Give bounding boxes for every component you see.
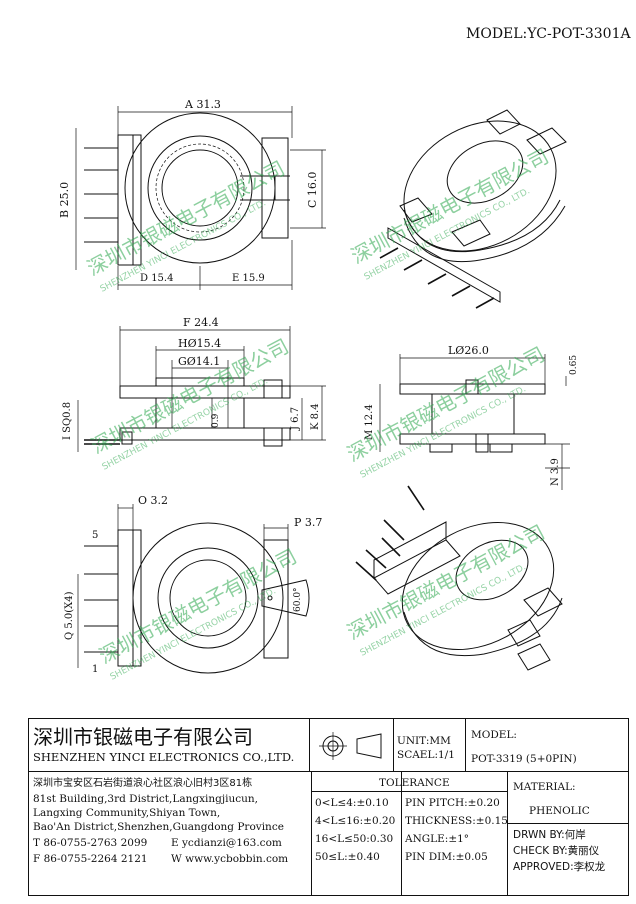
dim-d: D 15.4	[140, 273, 173, 284]
tel: T 86-0755-2763 2099	[33, 837, 148, 849]
side-view: LØ26.0 0.65 M 12.4 N 3.9	[364, 344, 579, 490]
dim-angle: 60.0°	[293, 587, 303, 612]
dim-h: HØ15.4	[178, 337, 221, 350]
spec-row-1: PIN PITCH:±0.20	[405, 797, 500, 809]
pin-5-label: 5	[92, 530, 98, 541]
dim-k: K 8.4	[310, 403, 321, 430]
address-cn: 深圳市宝安区石岩街道浪心社区浪心旧村3区81栋	[33, 778, 253, 789]
address-en-line-3: Bao'An District,Shenzhen,Guangdong Provi…	[33, 821, 284, 833]
dim-b: B 25.0	[58, 182, 71, 218]
dim-m: M 12.4	[364, 404, 375, 440]
check-by: CHECK BY:黄丽仪	[513, 845, 600, 857]
dim-j: J 6.7	[290, 407, 301, 431]
address-en-line-2: Langxing Community,Shiyan Town,	[33, 807, 221, 819]
pin-1-label: 1	[92, 664, 98, 675]
dim-g: GØ14.1	[178, 355, 220, 368]
company-name-en: SHENZHEN YINCI ELECTRONICS CO.,LTD.	[33, 750, 295, 764]
watermark-cn-4: 深圳市银磁电子有限公司	[343, 342, 549, 466]
tol-row-1: 0<L≤4:±0.10	[315, 797, 389, 809]
model-header: MODEL:YC-POT-3301A	[466, 26, 631, 42]
drawn-by: DRWN BY:何岸	[513, 829, 586, 841]
company-name-cn: 深圳市银磁电子有限公司	[33, 725, 253, 749]
title-block: 深圳市银磁电子有限公司 SHENZHEN YINCI ELECTRONICS C…	[28, 718, 629, 896]
unit-text: UNIT:MM	[397, 735, 451, 747]
tolerance-title: TOLERANCE	[379, 777, 450, 789]
top-view: A 31.3 B 25.0 C 16.0 D 15.4 E 15.9	[58, 98, 326, 290]
spec-row-2: THICKNESS:±0.15	[405, 815, 508, 827]
dim-n: N 3.9	[550, 458, 561, 486]
dim-09: 0.9	[211, 413, 221, 428]
email: E ycdianzi@163.com	[171, 837, 282, 849]
dim-c: C 16.0	[306, 172, 319, 208]
dim-e: E 15.9	[232, 273, 265, 284]
tol-row-4: 50≤L:±0.40	[315, 851, 380, 863]
dim-065: 0.65	[569, 355, 579, 375]
website: W www.ycbobbin.com	[171, 853, 289, 865]
approved-by: APPROVED:李权龙	[513, 861, 606, 873]
dim-a: A 31.3	[184, 98, 221, 111]
tol-row-2: 4<L≤16:±0.20	[315, 815, 396, 827]
scale-text: SCAEL:1/1	[397, 749, 455, 761]
model-value: POT-3319 (5+0PIN)	[471, 753, 577, 765]
dim-o: O 3.2	[138, 494, 168, 507]
watermark-cn-5: 深圳市银磁电子有限公司	[95, 544, 301, 668]
projection-symbol-icon	[319, 727, 385, 765]
iso-view-bottom	[355, 485, 563, 671]
spec-row-4: PIN DIM:±0.05	[405, 851, 488, 863]
fax: F 86-0755-2264 2121	[33, 853, 148, 865]
dim-q: Q 5.0(X4)	[64, 591, 75, 640]
front-view: F 24.4 HØ15.4 GØ14.1 I SQ0.8 0.9 J 6.7 K…	[62, 316, 326, 452]
material-label: MATERIAL:	[513, 781, 576, 793]
material-value: PHENOLIC	[529, 805, 590, 817]
dim-p: P 3.7	[294, 516, 322, 529]
bottom-view: 60.0° 5 1 O 3.2 P 3.7 Q 5.0(X4)	[64, 494, 322, 675]
spec-row-3: ANGLE:±1°	[405, 833, 470, 845]
iso-view-top	[379, 109, 567, 309]
model-label: MODEL:	[471, 729, 517, 741]
address-en-line-1: 81st Building,3rd District,Langxingjiucu…	[33, 793, 258, 805]
tol-row-3: 16<L≤50:0.30	[315, 833, 394, 845]
dim-i: I SQ0.8	[62, 402, 73, 440]
dim-l: LØ26.0	[448, 344, 489, 357]
dim-f: F 24.4	[183, 316, 219, 329]
